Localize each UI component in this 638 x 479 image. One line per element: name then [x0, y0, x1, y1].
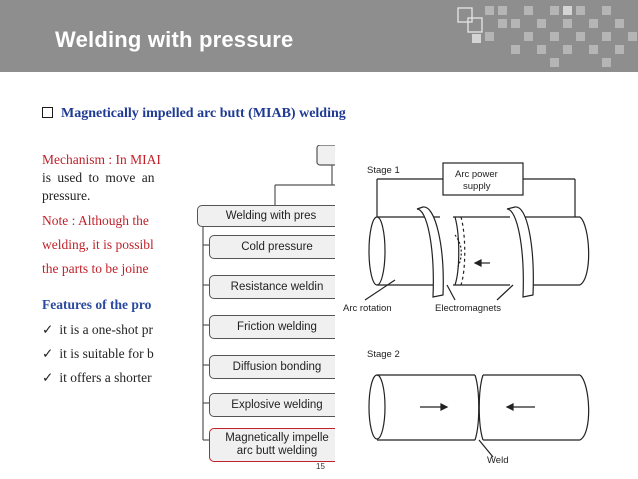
flow-box-friction-welding: Friction welding: [209, 315, 345, 339]
feature-item: ✓ it offers a shorter: [42, 370, 152, 386]
decorative-tiles-icon: [457, 6, 637, 67]
mechanism-line-1: Mechanism : In MIAI: [42, 152, 161, 167]
electromagnets-label: Electromagnets: [435, 303, 501, 314]
checkmark-icon: ✓: [42, 322, 54, 337]
flow-box-diffusion-bonding: Diffusion bonding: [209, 355, 345, 379]
arc-rotation-label: Arc rotation: [343, 303, 392, 314]
page-number: 15: [316, 462, 325, 471]
mechanism-line-2: is used to move an: [42, 170, 155, 185]
mechanism-line-3: pressure.: [42, 188, 91, 203]
flow-box-explosive-welding: Explosive welding: [209, 393, 345, 417]
features-heading: Features of the pro: [42, 297, 152, 312]
subtitle-text: Magnetically impelled arc butt (MIAB) we…: [61, 106, 346, 121]
note-line-3: the parts to be joine: [42, 261, 149, 276]
stage-2-label: Stage 2: [367, 349, 400, 360]
section-subtitle: Magnetically impelled arc butt (MIAB) we…: [42, 105, 346, 122]
miab-process-figure: Stage 1 Arc power supply Arc rotation El…: [335, 145, 638, 466]
feature-item: ✓ it is suitable for b: [42, 346, 154, 362]
checkbox-bullet-icon: [42, 107, 53, 118]
welding-flowchart: Welding with pres Cold pressure Resistan…: [195, 145, 345, 465]
note-line-2: welding, it is possibl: [42, 237, 154, 252]
miab-diagram: Stage 1 Arc power supply Arc rotation El…: [343, 162, 590, 466]
checkmark-icon: ✓: [42, 346, 54, 361]
feature-text: it is a one-shot pr: [59, 322, 154, 337]
note-line-1: Note : Although the: [42, 213, 149, 228]
flow-box-cold-pressure: Cold pressure: [209, 235, 345, 259]
arc-power-label-1: Arc power: [455, 169, 498, 180]
flow-box-resistance-welding: Resistance weldin: [209, 275, 345, 299]
feature-text: it offers a shorter: [59, 370, 152, 385]
flowchart-connectors: [202, 145, 345, 441]
feature-text: it is suitable for b: [59, 346, 154, 361]
arc-power-label-2: supply: [463, 181, 491, 192]
checkmark-icon: ✓: [42, 370, 54, 385]
weld-label: Weld: [487, 455, 508, 465]
stage-1-label: Stage 1: [367, 165, 400, 176]
header-bar: Welding with pressure: [0, 0, 638, 72]
flow-box-miab-line-2: arc butt welding: [236, 445, 318, 457]
feature-item: ✓ it is a one-shot pr: [42, 322, 153, 338]
page-title: Welding with pressure: [55, 27, 294, 52]
flow-box-miab-line-1: Magnetically impelle: [225, 432, 329, 444]
flow-box-miab-welding: Magnetically impelle arc butt welding: [209, 428, 345, 462]
flow-box-welding-with-pressure: Welding with pres: [197, 205, 345, 227]
